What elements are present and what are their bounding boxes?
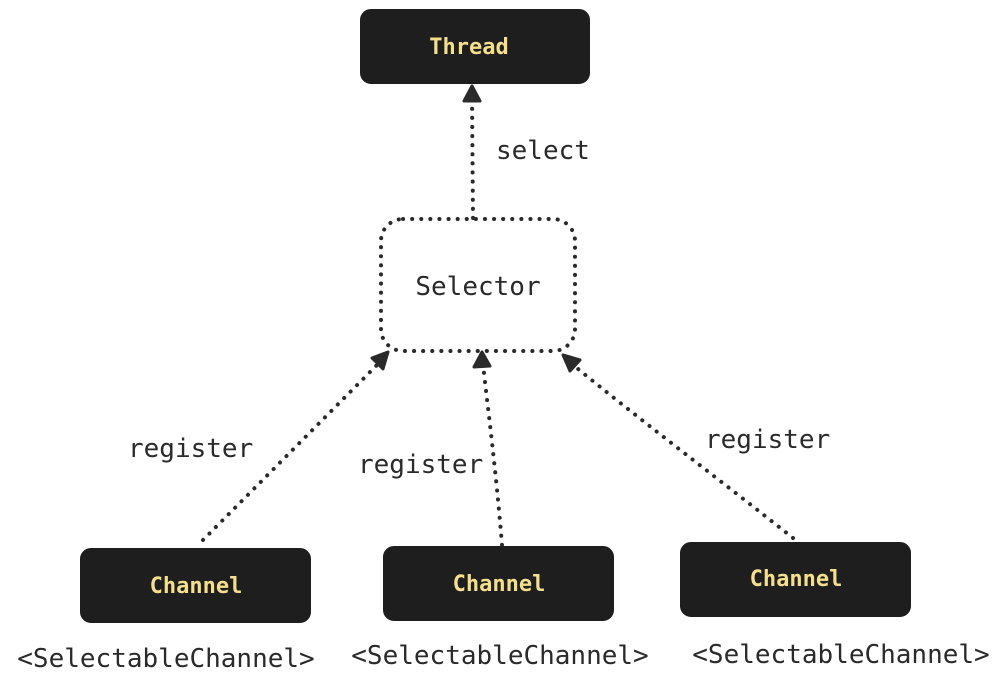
channel-box (680, 542, 911, 617)
channel-label: Channel (453, 572, 546, 597)
node-channel-middle: Channel <SelectableChannel> (351, 546, 649, 671)
selector-box (379, 217, 577, 353)
edge-selector-to-thread: select (462, 84, 590, 220)
arrow-head-up (462, 84, 482, 103)
arrow-head-diagonal (370, 350, 390, 371)
edge-line (570, 362, 795, 540)
node-thread: Thread (360, 9, 590, 84)
channel-type-label: <SelectableChannel> (692, 640, 989, 670)
edge-line (470, 94, 475, 220)
selector-label: Selector (415, 272, 540, 302)
thread-label: Thread (429, 35, 508, 60)
channel-label: Channel (750, 567, 843, 592)
arrow-head-diagonal (561, 353, 582, 373)
edge-label-register: register (128, 434, 253, 464)
edge-label-select: select (496, 136, 590, 166)
channel-label: Channel (150, 574, 243, 599)
edge-channel-right-to-selector: register (561, 353, 830, 540)
edge-label-register: register (358, 450, 483, 480)
channel-type-label: <SelectableChannel> (17, 644, 314, 674)
node-channel-left: Channel <SelectableChannel> (17, 548, 315, 674)
edge-channel-left-to-selector: register (128, 350, 390, 542)
edge-line (481, 362, 504, 547)
channel-type-label: <SelectableChannel> (351, 641, 648, 671)
channel-box (80, 548, 311, 623)
thread-box (360, 9, 590, 84)
edge-line (201, 360, 382, 542)
node-selector: Selector (379, 217, 577, 353)
node-channel-right: Channel <SelectableChannel> (680, 542, 990, 670)
edge-label-register: register (705, 425, 830, 455)
edge-channel-middle-to-selector: register (358, 350, 504, 547)
arrow-head-up (472, 350, 492, 369)
channel-box (383, 546, 614, 621)
